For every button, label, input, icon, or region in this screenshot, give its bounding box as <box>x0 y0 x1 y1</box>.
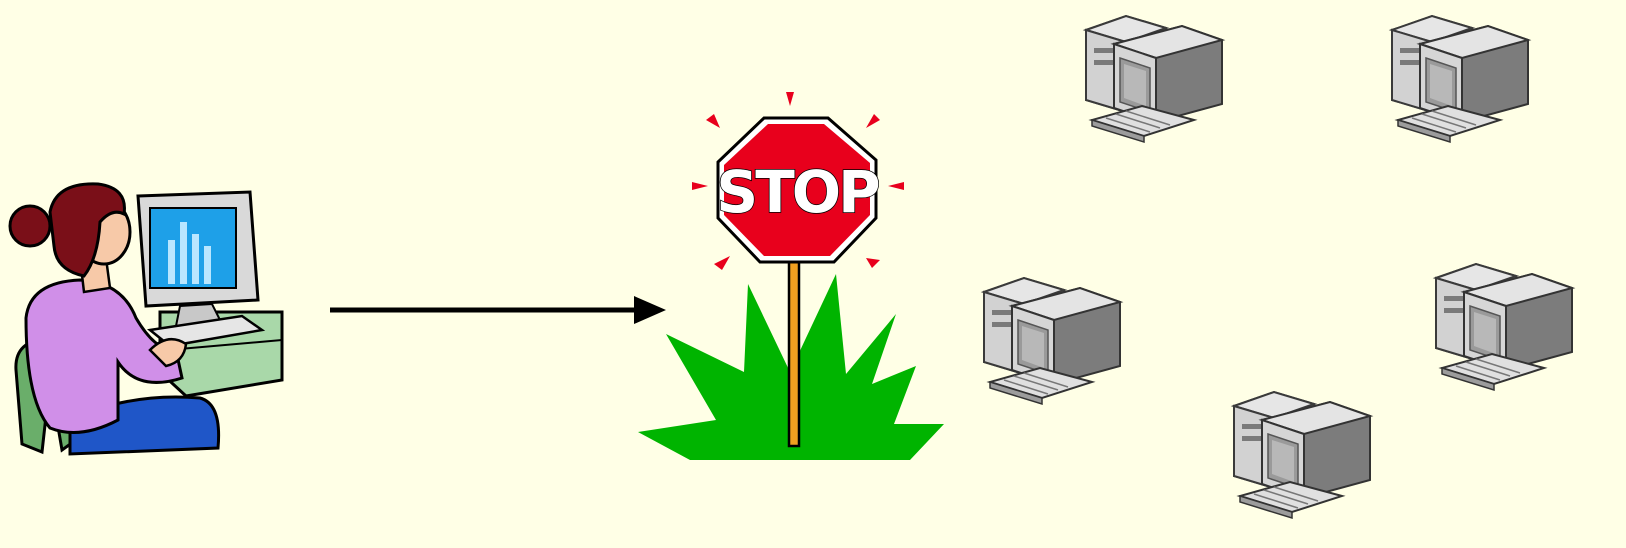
arrow-right-icon <box>330 296 666 324</box>
stop-sign-text: STOP <box>716 158 879 226</box>
person-at-computer-icon <box>10 184 282 454</box>
computer-icon-1 <box>1086 16 1222 142</box>
computer-icon-4 <box>1436 264 1572 390</box>
computer-icon-2 <box>1392 16 1528 142</box>
computer-icon-5 <box>1234 392 1370 518</box>
computer-icon-3 <box>984 278 1120 404</box>
